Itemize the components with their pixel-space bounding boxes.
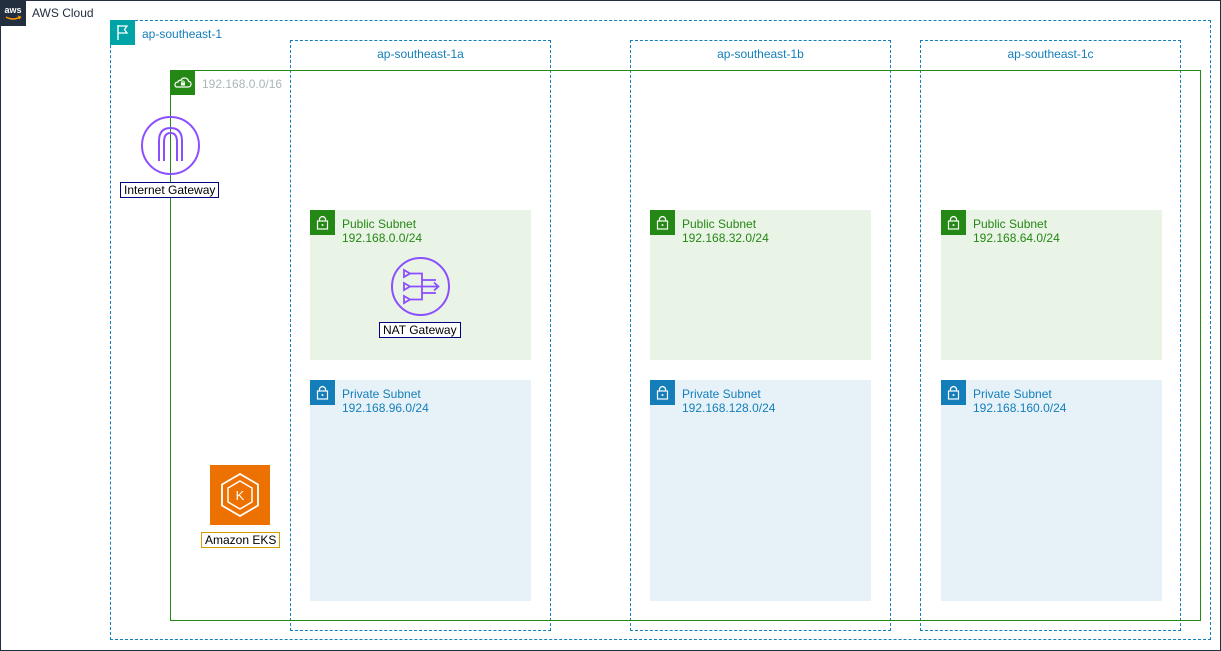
nat-gateway-icon [390, 256, 451, 317]
public-subnet-1b-title: Public Subnet [682, 217, 757, 231]
public-subnet-1b [650, 210, 871, 360]
vpc-group [170, 70, 1201, 621]
subnet-lock-icon [941, 380, 966, 405]
public-subnet-1a-cidr: 192.168.0.0/24 [342, 231, 423, 245]
region-flag-icon [110, 20, 135, 45]
aws-logo-icon: aws [0, 0, 26, 26]
public-subnet-1b-cidr: 192.168.32.0/24 [682, 231, 769, 245]
svg-text:K: K [236, 488, 245, 503]
private-subnet-1c-title: Private Subnet [973, 387, 1052, 401]
az-group-1a [290, 40, 551, 631]
public-subnet-1a-title: Public Subnet [342, 217, 417, 231]
vpc-cloud-lock-icon [170, 70, 195, 95]
private-subnet-1c-cidr: 192.168.160.0/24 [973, 401, 1067, 415]
aws-cloud-label: AWS Cloud [32, 6, 94, 20]
internet-gateway-label: Internet Gateway [120, 182, 220, 198]
eks-label: Amazon EKS [201, 532, 281, 548]
private-subnet-1a-cidr: 192.168.96.0/24 [342, 401, 429, 415]
private-subnet-1c [941, 380, 1162, 601]
az-label-1c: ap-southeast-1c [1007, 47, 1094, 61]
private-subnet-1b-cidr: 192.168.128.0/24 [682, 401, 776, 415]
public-subnet-1c-cidr: 192.168.64.0/24 [973, 231, 1060, 245]
private-subnet-1a-title: Private Subnet [342, 387, 421, 401]
region-label: ap-southeast-1 [142, 27, 223, 41]
region-group [110, 20, 1211, 640]
subnet-lock-icon [650, 210, 675, 235]
az-label-1a: ap-southeast-1a [377, 47, 464, 61]
private-subnet-1a [310, 380, 531, 601]
vpc-cidr-label: 192.168.0.0/16 [202, 77, 283, 91]
nat-gateway-label: NAT Gateway [379, 322, 461, 338]
internet-gateway-icon [140, 115, 201, 176]
svg-text:aws: aws [4, 5, 21, 15]
public-subnet-1c-title: Public Subnet [973, 217, 1048, 231]
eks-icon: K [210, 465, 270, 525]
public-subnet-1c [941, 210, 1162, 360]
private-subnet-1b [650, 380, 871, 601]
subnet-lock-icon [941, 210, 966, 235]
subnet-lock-icon [310, 210, 335, 235]
az-group-1b [630, 40, 891, 631]
private-subnet-1b-title: Private Subnet [682, 387, 761, 401]
az-group-1c [920, 40, 1181, 631]
az-label-1b: ap-southeast-1b [717, 47, 804, 61]
subnet-lock-icon [650, 380, 675, 405]
subnet-lock-icon [310, 380, 335, 405]
